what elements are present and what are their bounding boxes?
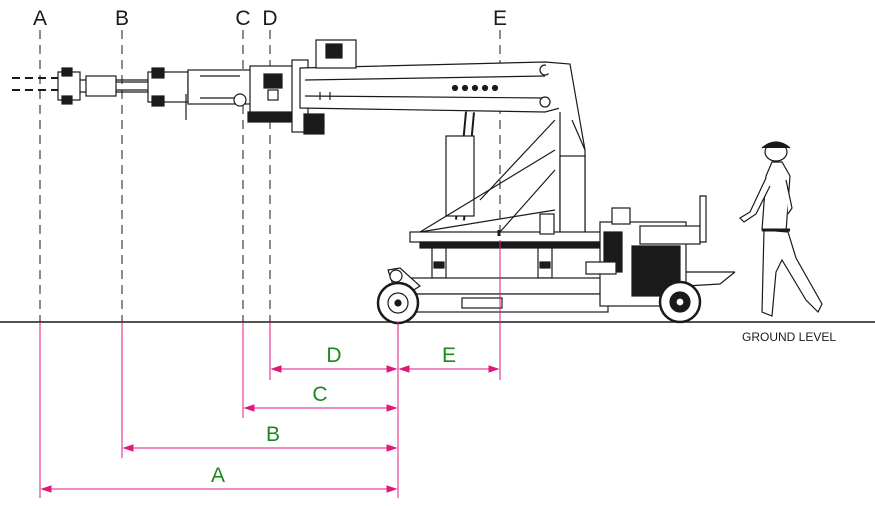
reference-label-b: B bbox=[115, 7, 129, 30]
boom-extension-dashed bbox=[12, 77, 60, 91]
outrigger-jacks bbox=[431, 247, 553, 279]
reference-label-c: C bbox=[235, 7, 250, 30]
boom-tip bbox=[57, 67, 150, 105]
dimension-labels: D E C B A bbox=[211, 344, 456, 487]
crane-icon bbox=[12, 39, 736, 325]
lift-cylinder bbox=[445, 111, 475, 221]
lattice-brace bbox=[419, 119, 556, 233]
reference-label-d: D bbox=[262, 7, 277, 30]
person-icon bbox=[739, 141, 823, 317]
reference-label-a: A bbox=[33, 7, 47, 30]
dimension-label-c: C bbox=[312, 383, 327, 406]
reference-labels: A B C D E bbox=[33, 7, 507, 30]
front-wheel bbox=[376, 281, 420, 325]
chassis bbox=[387, 267, 609, 313]
dimensions bbox=[39, 240, 501, 498]
dimension-label-b: B bbox=[266, 423, 280, 446]
dimension-label-a: A bbox=[211, 464, 225, 487]
dimension-label-e: E bbox=[442, 344, 456, 367]
reference-label-e: E bbox=[493, 7, 507, 30]
engine-unit bbox=[585, 195, 736, 307]
deck bbox=[409, 213, 611, 249]
main-boom bbox=[299, 39, 561, 113]
rear-wheel bbox=[658, 280, 702, 324]
ground-level-label: GROUND LEVEL bbox=[742, 330, 836, 344]
mast bbox=[544, 61, 586, 237]
dimension-label-d: D bbox=[326, 344, 341, 367]
